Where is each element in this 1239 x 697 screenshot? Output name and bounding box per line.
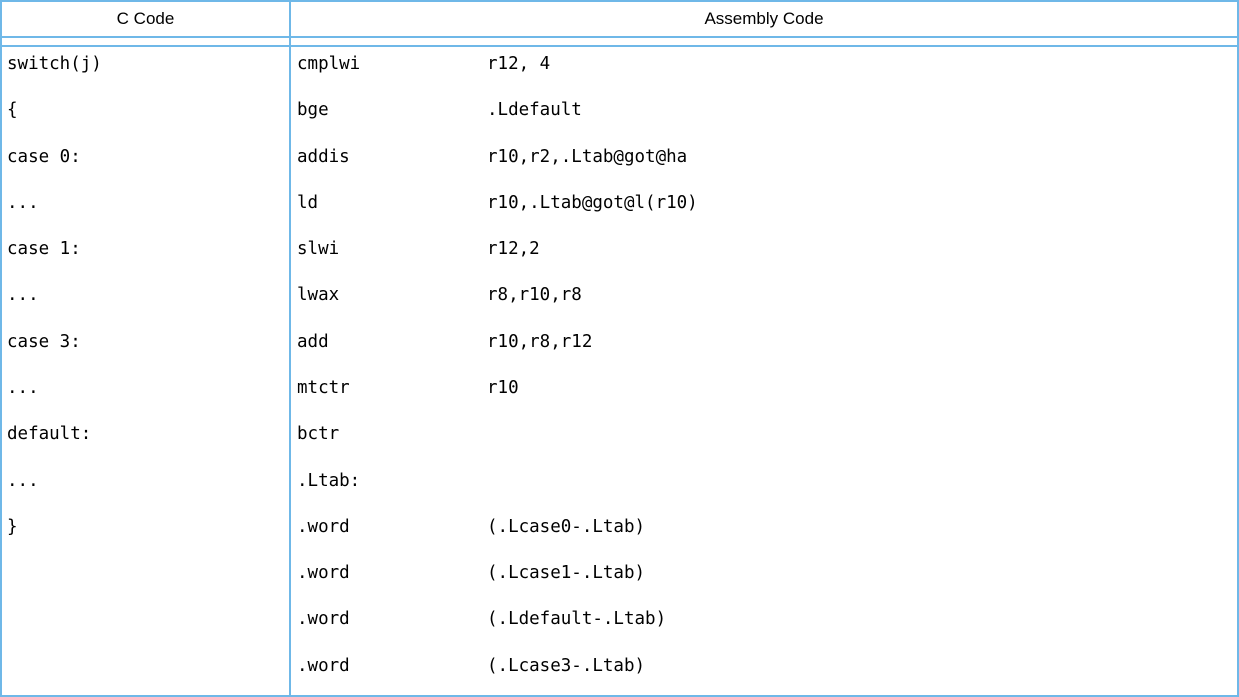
c-code-text: case 0: xyxy=(7,146,81,167)
c-code-line: } xyxy=(2,504,289,550)
assembly-mnemonic: .word xyxy=(297,563,350,584)
assembly-mnemonic: bge xyxy=(297,100,329,121)
c-code-line: ... xyxy=(2,180,289,226)
c-code-text: ... xyxy=(7,377,39,398)
assembly-line: addis r10,r2,.Ltab@got@ha xyxy=(291,134,1237,180)
assembly-mnemonic: cmplwi xyxy=(297,54,361,75)
table-header-row: C Code Assembly Code xyxy=(2,2,1237,38)
c-code-text: { xyxy=(7,100,18,121)
assembly-line: add r10,r8,r12 xyxy=(291,319,1237,365)
assembly-mnemonic: .word xyxy=(297,609,350,630)
c-code-text: case 1: xyxy=(7,239,81,260)
c-code-lines: switch(j) { case 0:... case 1:... case 3:...… xyxy=(2,47,289,550)
c-code-line: switch(j) xyxy=(2,47,289,87)
c-code-line: case 1: xyxy=(2,226,289,272)
assembly-operands: (.Lcase3-.Ltab) xyxy=(487,655,646,676)
assembly-mnemonic: mtctr xyxy=(297,377,350,398)
assembly-operands: r12,2 xyxy=(487,239,540,260)
assembly-line: .word (.Ldefault-.Ltab) xyxy=(291,596,1237,642)
assembly-mnemonic: ld xyxy=(297,192,319,213)
c-code-line: { xyxy=(2,87,289,133)
assembly-operands: r10,r2,.Ltab@got@ha xyxy=(487,146,688,167)
assembly-line: .word (.Lcase0-.Ltab) xyxy=(291,504,1237,550)
assembly-mnemonic: .Ltab: xyxy=(297,470,361,491)
c-code-line: ... xyxy=(2,365,289,411)
assembly-operands: (.Ldefault-.Ltab) xyxy=(487,609,667,630)
assembly-mnemonic: addis xyxy=(297,146,350,167)
assembly-line: .word (.Lcase3-.Ltab) xyxy=(291,642,1237,688)
assembly-operands: .Ldefault xyxy=(487,100,582,121)
assembly-line: ld r10,.Ltab@got@l(r10) xyxy=(291,180,1237,226)
c-code-line: ... xyxy=(2,457,289,503)
c-code-line: case 3: xyxy=(2,319,289,365)
assembly-code-cell: cmplwi r12, 4 bge .Ldefault addis r10,r2,.Lta… xyxy=(291,47,1237,695)
table-body-row: switch(j) { case 0:... case 1:... case 3:...… xyxy=(2,47,1237,695)
c-code-text: } xyxy=(7,516,18,537)
c-code-cell: switch(j) { case 0:... case 1:... case 3:...… xyxy=(2,47,291,695)
c-code-text: ... xyxy=(7,285,39,306)
c-code-text: ... xyxy=(7,470,39,491)
assembly-operands: r10 xyxy=(487,377,519,398)
assembly-line: slwi r12,2 xyxy=(291,226,1237,272)
assembly-line: bctr xyxy=(291,411,1237,457)
assembly-line: mtctr r10 xyxy=(291,365,1237,411)
assembly-code-lines: cmplwi r12, 4 bge .Ldefault addis r10,r2,.Lta… xyxy=(291,47,1237,689)
assembly-operands: r12, 4 xyxy=(487,54,551,75)
assembly-line: bge .Ldefault xyxy=(291,87,1237,133)
assembly-line: .Ltab: xyxy=(291,457,1237,503)
header-assembly-code: Assembly Code xyxy=(704,9,824,28)
assembly-operands: (.Lcase1-.Ltab) xyxy=(487,563,646,584)
header-c-code: C Code xyxy=(2,2,291,36)
c-code-text: ... xyxy=(7,192,39,213)
assembly-line: cmplwi r12, 4 xyxy=(291,47,1237,87)
assembly-operands: r8,r10,r8 xyxy=(487,285,582,306)
assembly-line: .word (.Lcase1-.Ltab) xyxy=(291,550,1237,596)
assembly-line: lwax r8,r10,r8 xyxy=(291,272,1237,318)
c-code-text: default: xyxy=(7,424,92,445)
assembly-mnemonic: slwi xyxy=(297,239,340,260)
header-double-rule-gap xyxy=(2,38,1237,47)
header-double-rule-gap-right xyxy=(291,38,1237,45)
c-code-line: default: xyxy=(2,411,289,457)
c-code-line: case 0: xyxy=(2,134,289,180)
assembly-operands: r10,.Ltab@got@l(r10) xyxy=(487,192,698,213)
c-code-text: case 3: xyxy=(7,331,81,352)
assembly-mnemonic: lwax xyxy=(297,285,340,306)
assembly-mnemonic: .word xyxy=(297,655,350,676)
assembly-mnemonic: .word xyxy=(297,516,350,537)
assembly-operands: r10,r8,r12 xyxy=(487,331,593,352)
assembly-operands: (.Lcase0-.Ltab) xyxy=(487,516,646,537)
assembly-mnemonic: add xyxy=(297,331,329,352)
c-code-text: switch(j) xyxy=(7,54,102,75)
c-code-line: ... xyxy=(2,272,289,318)
header-double-rule-gap-left xyxy=(2,38,291,45)
assembly-mnemonic: bctr xyxy=(297,424,340,445)
